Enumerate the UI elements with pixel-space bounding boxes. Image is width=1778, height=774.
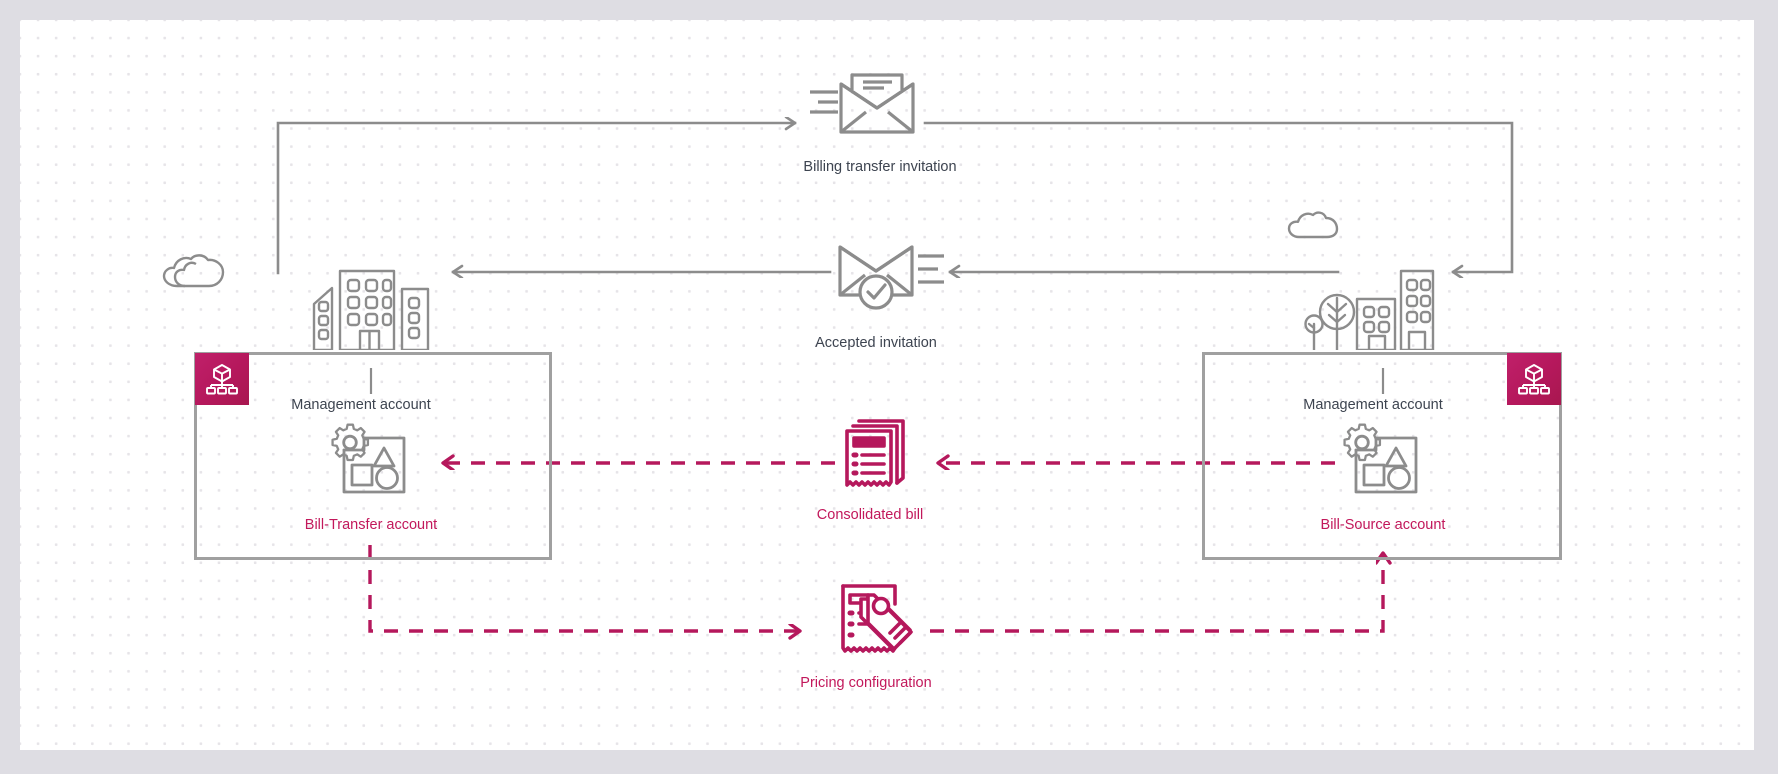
bill-transfer-account-boundary: [194, 352, 552, 560]
cloud-icon: [1287, 210, 1339, 245]
corporate-building-icon: [1303, 258, 1437, 355]
flow-line-billing-transfer-invitation: [276, 123, 797, 275]
aws-account-icon: [1342, 420, 1420, 501]
envelope-check-icon: [834, 240, 946, 315]
receipt-tag-icon: [837, 578, 917, 663]
bill-source-account-label: Bill-Source account: [1320, 517, 1446, 533]
right-management-account-label: Management account: [1303, 397, 1443, 413]
building-label-stem: [1381, 368, 1385, 399]
building-label-stem: [369, 368, 373, 399]
envelope-outgoing-icon: [808, 68, 920, 141]
pricing-configuration-label: Pricing configuration: [800, 675, 932, 691]
consolidated-bill-label: Consolidated bill: [816, 507, 924, 523]
aws-organizations-icon: [1507, 353, 1561, 405]
bill-transfer-account-label: Bill-Transfer account: [304, 517, 438, 533]
bill-source-account-boundary: [1202, 352, 1562, 560]
billing-transfer-invitation-label: Billing transfer invitation: [803, 159, 957, 175]
flow-line-invitation-to-source: [923, 121, 1514, 272]
left-management-account-label: Management account: [291, 397, 431, 413]
flow-line-pricing-configuration-right: [930, 553, 1383, 633]
accepted-invitation-label: Accepted invitation: [815, 335, 937, 351]
aws-account-icon: [330, 420, 408, 501]
diagram-canvas: [20, 20, 1754, 750]
corporate-building-icon: [310, 258, 434, 355]
receipt-stack-icon: [841, 412, 913, 499]
aws-organizations-icon: [195, 353, 249, 405]
flow-line-pricing-configuration-left: [368, 545, 800, 631]
cloud-icon: [159, 250, 231, 295]
